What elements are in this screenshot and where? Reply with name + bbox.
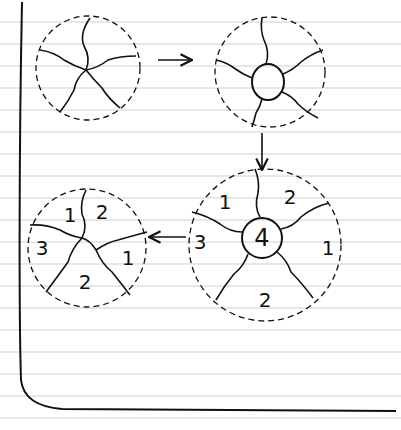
color-number: 2 <box>284 187 297 207</box>
color-number: 3 <box>36 238 49 258</box>
color-number: 1 <box>64 205 77 225</box>
color-number: 1 <box>122 248 135 268</box>
step-arrow <box>158 59 192 61</box>
step-arrow <box>149 236 186 238</box>
region-outline <box>242 218 282 258</box>
map-sketch <box>36 16 140 120</box>
map-sketch <box>215 17 325 127</box>
map-region: 12312 <box>27 188 147 308</box>
color-number: 2 <box>259 290 272 310</box>
region-outline <box>189 169 341 321</box>
region-borders <box>192 169 329 300</box>
step-arrow <box>261 133 263 170</box>
color-number: 1 <box>219 192 232 212</box>
region-outline <box>28 189 146 307</box>
color-number: 4 <box>254 226 269 250</box>
color-number: 3 <box>194 232 207 252</box>
margin-frame <box>20 2 396 411</box>
color-number: 1 <box>322 238 335 258</box>
center-region: 4 <box>241 217 283 259</box>
map-region: 123124 <box>188 168 342 322</box>
region-borders <box>30 190 147 295</box>
ruled-lines <box>0 22 401 418</box>
color-number: 2 <box>96 202 109 222</box>
color-number: 2 <box>79 272 92 292</box>
